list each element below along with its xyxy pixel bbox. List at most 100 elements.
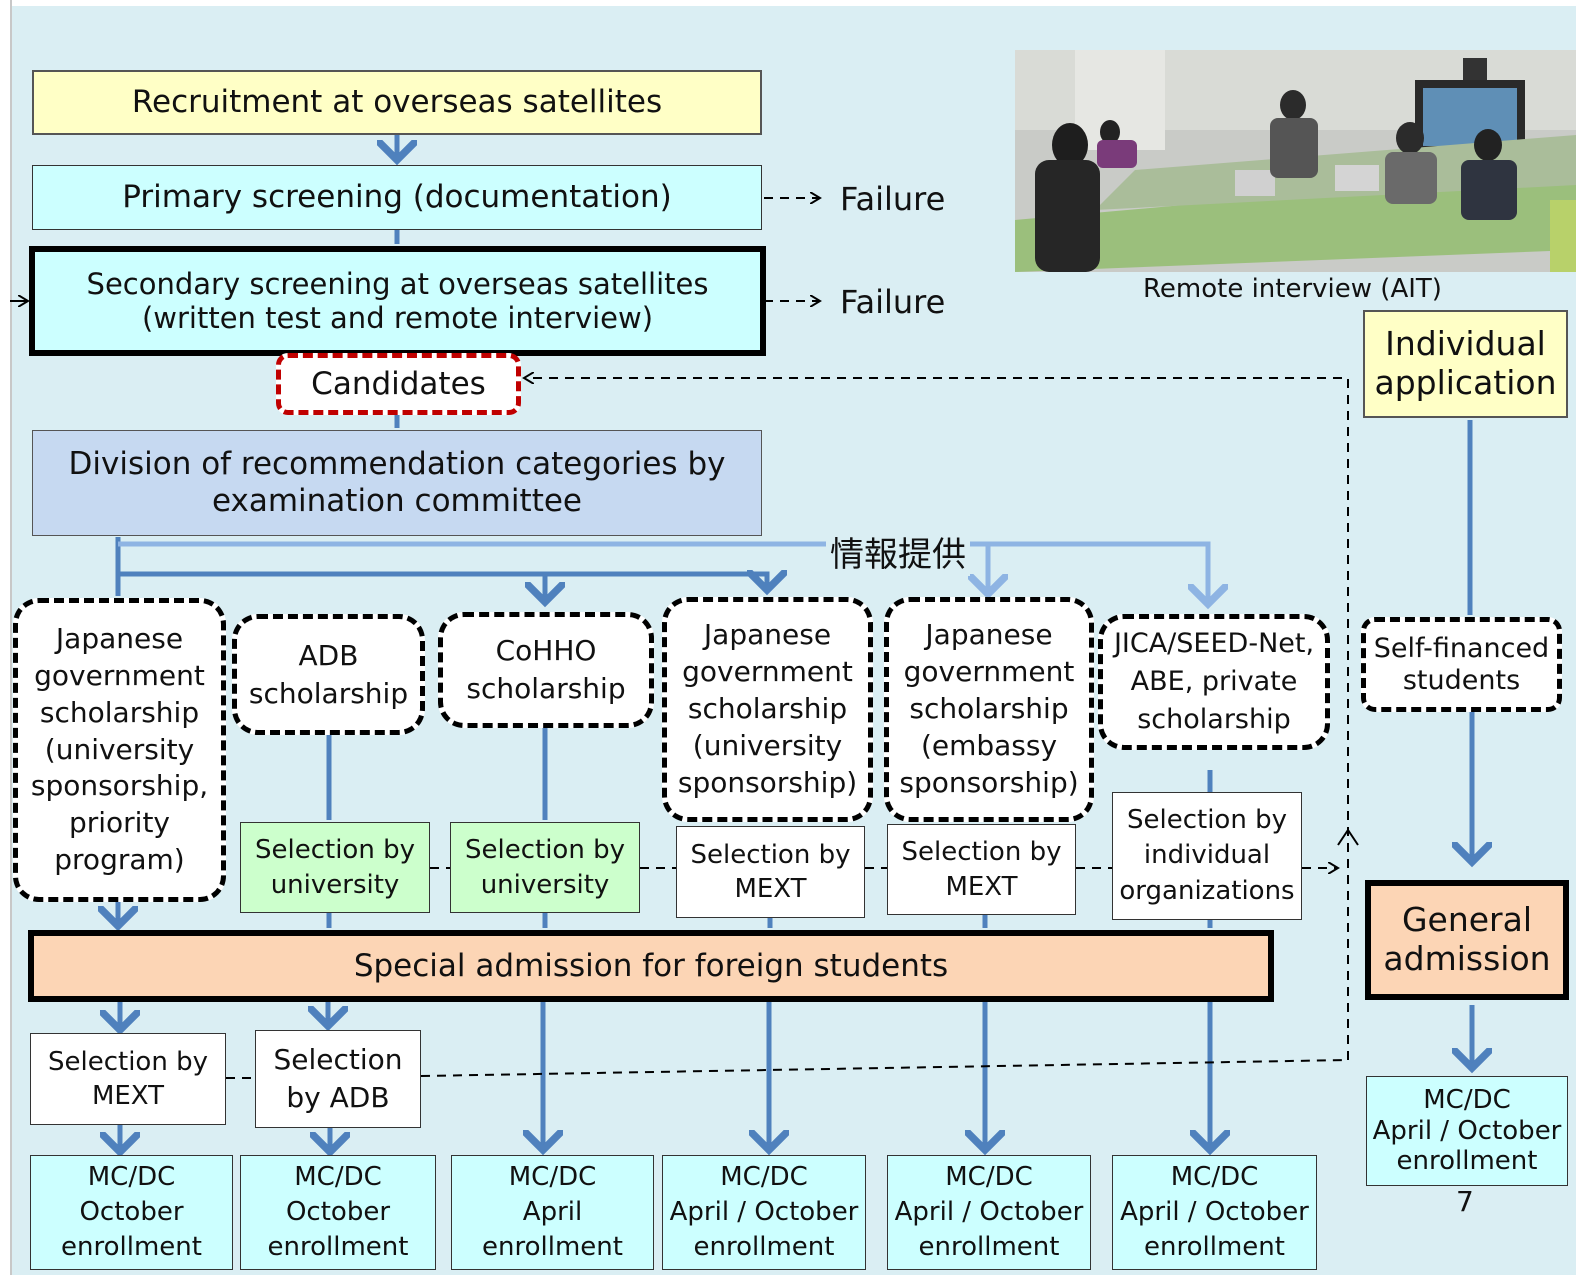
enrollment-text: October: [285, 1196, 391, 1227]
selection-text: Selection by: [48, 1046, 208, 1077]
category-text: sponsorship): [677, 765, 858, 799]
self-financed-line1: Self-financed: [1373, 632, 1550, 664]
selection-mext-university: Selection by MEXT: [676, 826, 865, 918]
division-box: Division of recommendation categories by…: [32, 430, 762, 536]
self-financed-box: Self-financed students: [1361, 617, 1562, 712]
individual-line1: Individual: [1385, 324, 1546, 364]
recruitment-label: Recruitment at overseas satellites: [131, 84, 663, 121]
category-text: ABE, private: [1130, 666, 1298, 698]
enrollment-box-4: MC/DC April / October enrollment: [662, 1155, 866, 1270]
category-cohho: CoHHO scholarship: [438, 612, 654, 728]
category-text: Japanese: [55, 621, 184, 655]
page-number: 7: [1456, 1185, 1474, 1218]
recruitment-box: Recruitment at overseas satellites: [32, 70, 762, 135]
general-enroll-line3: enrollment: [1396, 1146, 1538, 1177]
selection-text: university: [270, 869, 400, 900]
enrollment-box-2: MC/DC October enrollment: [240, 1155, 436, 1270]
enrollment-text: April / October: [669, 1196, 859, 1227]
enrollment-text: enrollment: [1144, 1232, 1285, 1263]
enrollment-box-5: MC/DC April / October enrollment: [887, 1155, 1091, 1270]
individual-line2: application: [1374, 363, 1557, 402]
category-adb: ADB scholarship: [232, 614, 425, 735]
arrow-info-jica: [118, 541, 1208, 604]
arrow-return-candidates: [524, 378, 1349, 1060]
special-admission-label: Special admission for foreign students: [353, 947, 949, 984]
remote-interview-photo: [1015, 50, 1576, 272]
category-jgs-university: Japanese government scholarship (univers…: [662, 597, 873, 822]
primary-screening-label: Primary screening (documentation): [122, 179, 672, 216]
selection-text: MEXT: [91, 1081, 165, 1111]
category-text: sponsorship): [899, 765, 1079, 799]
selection-individual-orgs: Selection by individual organizations: [1112, 792, 1302, 920]
division-line2: examination committee: [211, 483, 583, 519]
selection-text: Selection by: [255, 835, 415, 866]
category-text: scholarship: [687, 692, 848, 726]
left-margin: [0, 0, 12, 1275]
failure-label-secondary: Failure: [840, 283, 946, 321]
enrollment-text: MC/DC: [87, 1161, 176, 1192]
enrollment-text: MC/DC: [294, 1161, 382, 1192]
selection-university-adb: Selection by university: [240, 822, 430, 913]
division-line1: Division of recommendation categories by: [68, 446, 726, 483]
selection-text: Selection by: [1127, 805, 1287, 836]
enrollment-text: April: [522, 1196, 583, 1227]
category-text: ADB: [298, 638, 359, 672]
selection-text: individual: [1143, 840, 1271, 871]
selection-text: MEXT: [734, 874, 807, 904]
category-text: sponsorship,: [30, 769, 209, 803]
enrollment-text: MC/DC: [508, 1161, 597, 1192]
category-text: priority: [68, 806, 171, 840]
enrollment-text: enrollment: [918, 1232, 1060, 1263]
category-text: JICA/SEED-Net,: [1113, 628, 1315, 660]
enrollment-text: April / October: [894, 1196, 1084, 1227]
category-jgs-priority: Japanese government scholarship (univers…: [13, 598, 226, 902]
selection-text: Selection: [273, 1043, 403, 1077]
selection-text: MEXT: [945, 871, 1018, 902]
general-enroll-line2: April / October: [1372, 1115, 1562, 1146]
failure-label-primary: Failure: [840, 180, 946, 218]
secondary-screening-box: Secondary screening at overseas satellit…: [29, 246, 766, 356]
category-text: scholarship: [1137, 703, 1291, 735]
selection-text: university: [480, 869, 610, 900]
dash-adb-return: [420, 1059, 1349, 1077]
enrollment-text: MC/DC: [720, 1161, 808, 1192]
enrollment-text: enrollment: [693, 1232, 835, 1263]
primary-screening-box: Primary screening (documentation): [32, 165, 762, 230]
category-text: program): [54, 843, 185, 877]
enrollment-box-1: MC/DC October enrollment: [30, 1155, 233, 1270]
selection-text: organizations: [1119, 875, 1295, 906]
general-admission-box: General admission: [1365, 880, 1569, 1000]
category-jgs-embassy: Japanese government scholarship (embassy…: [884, 597, 1094, 822]
selection-mext-post: Selection by MEXT: [30, 1033, 226, 1125]
secondary-screening-line2: (written test and remote interview): [141, 301, 654, 335]
selection-text: by ADB: [286, 1081, 390, 1114]
selection-mext-embassy: Selection by MEXT: [887, 824, 1076, 915]
category-text: scholarship: [909, 692, 1069, 726]
category-text: scholarship: [466, 672, 626, 705]
category-jica: JICA/SEED-Net, ABE, private scholarship: [1098, 614, 1330, 750]
enrollment-box-6: MC/DC April / October enrollment: [1112, 1155, 1317, 1270]
main-flow-arrows: [118, 135, 1472, 1152]
self-financed-line2: students: [1402, 664, 1521, 696]
photo-caption: Remote interview (AIT): [1143, 274, 1442, 304]
general-enrollment-box: MC/DC April / October enrollment: [1366, 1076, 1568, 1186]
enrollment-text: MC/DC: [1170, 1161, 1259, 1192]
category-text: government: [903, 655, 1075, 689]
arrow-to-jgs-university: [118, 574, 767, 590]
info-provision-arrows: [118, 541, 1208, 604]
selection-text: Selection by: [465, 835, 625, 866]
info-provision-label: 情報提供: [826, 527, 970, 576]
general-enroll-line1: MC/DC: [1423, 1084, 1511, 1115]
top-margin: [0, 0, 1576, 6]
category-text: (university: [692, 728, 843, 762]
arrowhead-up: [1337, 828, 1359, 846]
dashed-connectors: [226, 198, 1349, 1079]
enrollment-text: October: [79, 1196, 184, 1227]
candidates-box: Candidates: [276, 353, 521, 415]
category-text: (embassy: [920, 728, 1058, 762]
enrollment-box-3: MC/DC April enrollment: [451, 1155, 654, 1270]
enrollment-text: enrollment: [482, 1232, 623, 1263]
category-text: Japanese: [703, 618, 832, 652]
